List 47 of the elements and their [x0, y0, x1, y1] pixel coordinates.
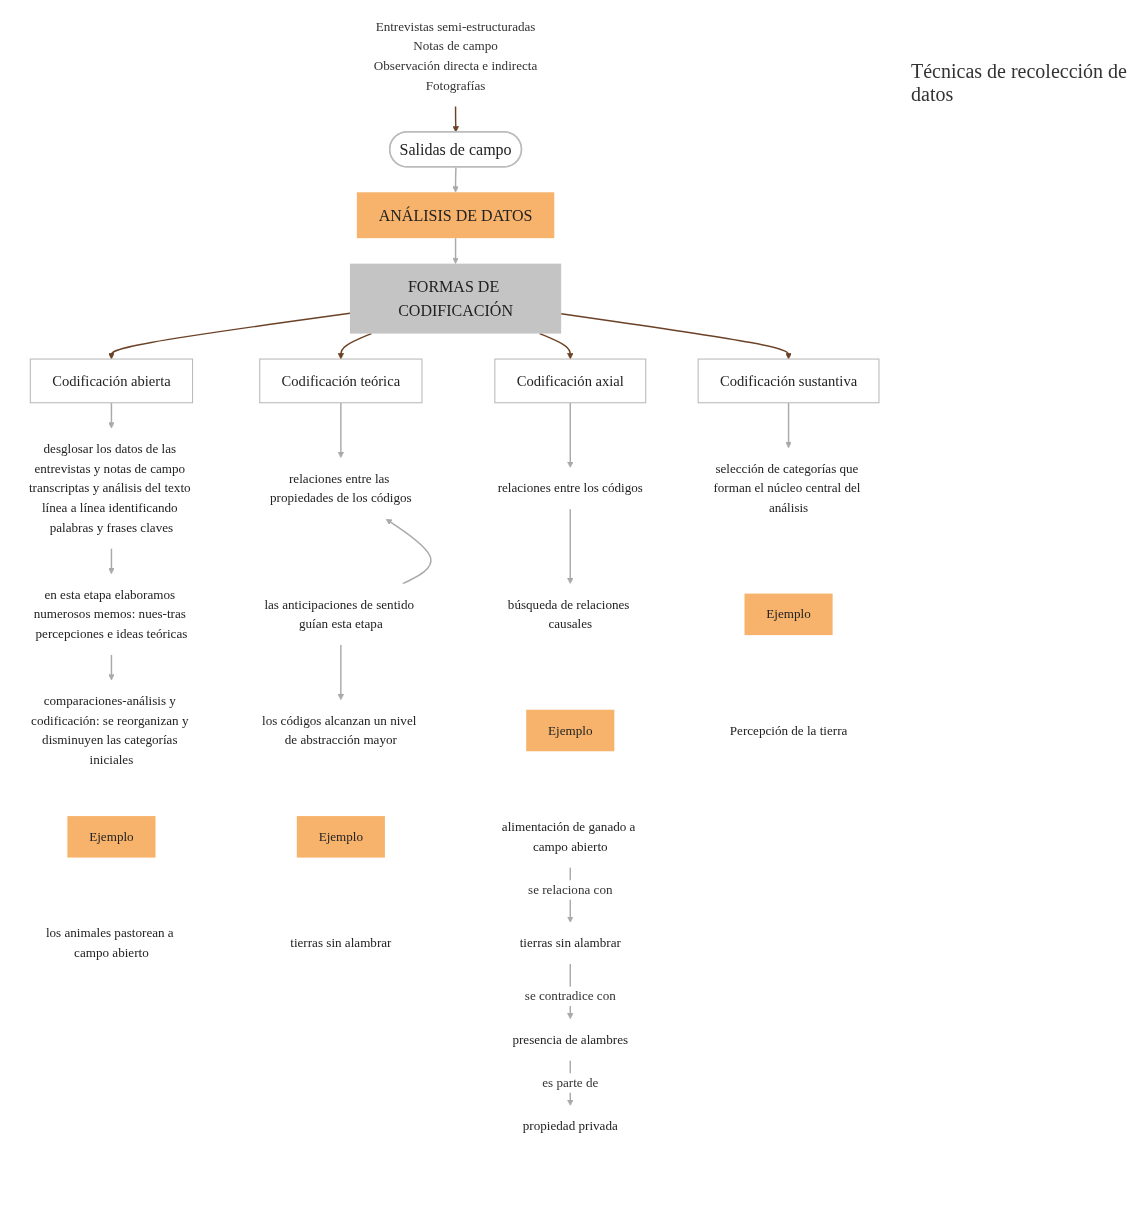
arrow [567, 508, 574, 585]
node-box: Codificación abierta [29, 358, 194, 404]
edge-label: es parte de [542, 1075, 599, 1090]
node-box: Codificación axial [494, 358, 647, 404]
arrow [567, 402, 574, 468]
node-box: Ejemplo [526, 709, 615, 752]
node-box: Ejemplo [744, 593, 833, 636]
node-text: los códigos alcanzan un nivel de abstracción mayor [262, 713, 417, 748]
node-text: propiedad privada [522, 1118, 618, 1134]
bracket-label: Técnicas de recolección de datos [911, 60, 1128, 106]
node-text: comparaciones-análisis y codificación: se reorganizan y disminuyen las categorías iniciales [31, 693, 189, 767]
arrow [538, 332, 574, 360]
arrow [108, 654, 115, 681]
edge-label: se contradice con [524, 988, 616, 1004]
node-text: Entrevistas semi-estructuradas Notas de campo Observación directa e indirecta Fotografías [373, 18, 538, 93]
arrow [108, 547, 115, 575]
node-text: en esta etapa elaboramos numerosos memos: nues-tras percepciones e ideas teóricas [33, 587, 188, 641]
arrow [452, 166, 459, 193]
node-text: las anticipaciones de sentido guían esta etapa [264, 596, 415, 632]
node-text: selección de categorías que forman el núcleo central del análisis [713, 461, 861, 515]
arrow [337, 644, 345, 701]
node-text: Percepción de la tierra [729, 722, 848, 738]
arrow [337, 402, 345, 459]
arrow [337, 332, 373, 360]
node-box: ANÁLISIS DE DATOS [356, 192, 555, 239]
node-text: alimentación de ganado a campo abierto [501, 819, 636, 854]
arrow [385, 518, 432, 585]
node-box: Ejemplo [296, 816, 385, 858]
node-box: Codificación sustantiva [697, 358, 880, 404]
node-text: presencia de alambres [512, 1032, 629, 1047]
arrow [785, 402, 792, 449]
node-box: Codificación teórica [259, 358, 423, 404]
node-text: búsqueda de relaciones causales [507, 596, 630, 632]
arrow [108, 402, 115, 429]
node-text: relaciones entre las propiedades de los códigos [270, 470, 412, 506]
node-box: Ejemplo [67, 816, 156, 858]
arrow [108, 312, 351, 360]
arrow [452, 105, 459, 133]
arrow [560, 313, 792, 360]
edge-label: se relaciona con [528, 882, 613, 897]
node-box: FORMAS DE CODIFICACIÓN [349, 263, 562, 334]
arrow [452, 237, 459, 264]
node-text: desglosar los datos de las entrevistas y notas de campo transcriptas y análisis del texto línea a línea identificando palabras y frases claves [28, 441, 191, 535]
node-text: los animales pastorean a campo abierto [45, 925, 174, 960]
node-text: tierras sin alambrar [290, 935, 392, 951]
node-text: tierras sin alambrar [519, 935, 621, 951]
node-text: relaciones entre los códigos [497, 480, 643, 496]
